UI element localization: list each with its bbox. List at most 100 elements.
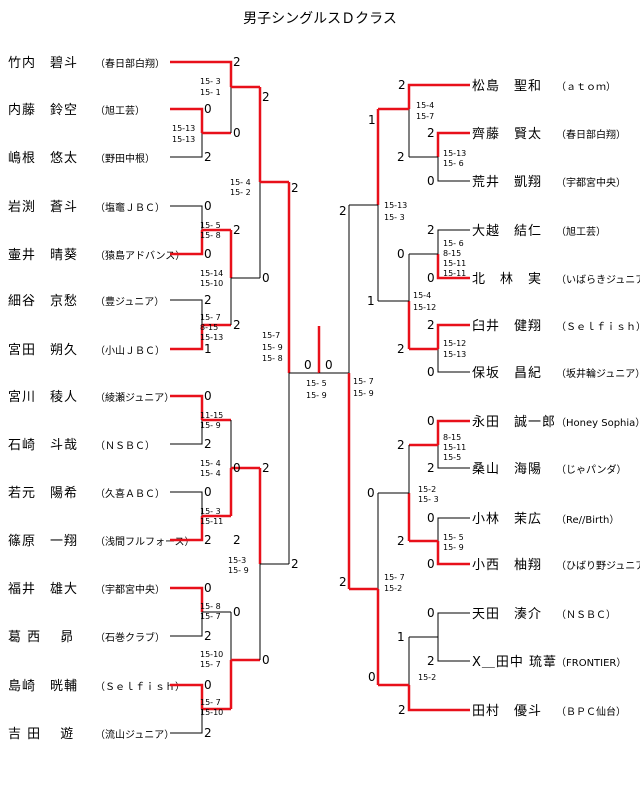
right-player-team: （宇都宮中央）: [556, 176, 626, 189]
bracket-line: [170, 107, 204, 133]
bracket-line: [437, 612, 470, 637]
left-player-name: 嶋根 悠太: [8, 151, 78, 166]
match-score: 2: [204, 533, 212, 547]
game-score: 15- 8: [200, 602, 221, 611]
game-score: 15- 4: [200, 469, 221, 478]
game-score: 15-11: [200, 517, 223, 526]
bracket-line: [437, 445, 470, 469]
bracket-line: [170, 586, 204, 612]
right-player-team: （いばらきジュニア）: [556, 274, 640, 286]
game-score: 15- 7: [200, 612, 221, 621]
match-score: 2: [204, 726, 212, 740]
match-score: 0: [325, 358, 333, 372]
game-score: 15- 3: [200, 507, 221, 516]
game-score: 15-13: [172, 135, 195, 144]
left-player-name: 岩渕 蒼斗: [8, 200, 78, 215]
game-score: 15-11: [443, 443, 466, 452]
game-score: 15- 8: [262, 354, 283, 363]
match-score: 1: [367, 294, 375, 308]
match-score: 2: [233, 318, 241, 332]
game-score: 15-14: [200, 269, 223, 278]
game-score: 15- 3: [384, 213, 405, 222]
left-player-team: （Ｓｅｌｆｉｓｈ）: [95, 681, 185, 693]
left-player-name: 内藤 鈴空: [8, 102, 78, 118]
bracket-line: [407, 685, 470, 712]
right-player-name: 桑山 海陽: [472, 462, 542, 477]
game-score: 8-15: [443, 433, 461, 442]
bracket-line: [436, 541, 470, 566]
left-player-team: （石巻クラブ）: [95, 631, 165, 644]
game-score: 15-5: [443, 453, 461, 462]
match-score: 1: [204, 342, 212, 356]
game-score: 15- 5: [306, 379, 327, 388]
game-score: 15-10: [200, 650, 223, 659]
right-player-name: 荒井 凱翔: [472, 175, 542, 190]
game-score: 15-11: [443, 269, 466, 278]
match-score: 0: [427, 271, 435, 285]
game-score: 15- 9: [443, 543, 464, 552]
match-score: 2: [397, 534, 405, 548]
game-score: 15- 7: [200, 698, 221, 707]
game-score: 15-7: [416, 112, 434, 121]
bracket-line: [170, 683, 204, 709]
bracket-line: [437, 517, 470, 541]
match-score: 0: [233, 461, 241, 475]
right-player-name: 天田 湊介: [472, 607, 542, 622]
right-player-team: （旭工芸）: [556, 225, 606, 238]
match-score: 0: [427, 174, 435, 188]
match-score: 2: [233, 223, 241, 237]
right-player-team: （じゃパンダ）: [556, 463, 627, 476]
match-score: 0: [397, 247, 405, 261]
right-player-name: 大越 結仁: [472, 224, 542, 239]
game-score: 15- 7: [200, 660, 221, 669]
left-player-name: 壷井 晴葵: [8, 248, 78, 263]
right-player-name: 北 林 実: [472, 271, 542, 287]
game-score: 15-11: [443, 259, 466, 268]
bracket-line: [436, 419, 470, 445]
left-player-team: （久喜ＡＢＣ）: [95, 487, 165, 500]
match-score: 2: [204, 629, 212, 643]
bracket-line: [170, 133, 203, 158]
left-player-team: （旭工芸）: [95, 104, 145, 117]
match-score: 0: [262, 653, 270, 667]
game-score: 15-10: [200, 708, 223, 717]
left-player-team: （宇都宮中央）: [95, 583, 165, 596]
right-player-name: 田村 優斗: [472, 704, 542, 719]
match-score: 2: [398, 78, 406, 92]
game-score: 15- 9: [200, 421, 221, 430]
left-player-team: （流山ジュニア）: [95, 728, 174, 741]
bracket-line: [407, 83, 470, 109]
game-score: 15-13: [384, 201, 407, 210]
right-player-team: （春日部白翔）: [556, 128, 626, 141]
left-player-team: （野田中根）: [95, 152, 155, 165]
match-score: 0: [204, 485, 212, 499]
match-score: 2: [427, 126, 435, 140]
right-player-team: （Ｓｅｌｆｉｓｈ）: [556, 321, 640, 333]
left-player-team: （春日部白翔）: [95, 57, 165, 70]
left-player-name: 竹内 碧斗: [8, 55, 78, 71]
match-score: 0: [204, 247, 212, 261]
game-score: 15- 9: [306, 391, 327, 400]
bracket-line: [170, 420, 203, 445]
game-score: 15-12: [413, 303, 436, 312]
right-player-name: 松島 聖和: [472, 79, 542, 94]
bracket-line: [437, 637, 470, 662]
game-score: 15- 2: [230, 188, 251, 197]
bracket-line: [170, 299, 203, 325]
match-score: 1: [397, 630, 405, 644]
bracket-line: [437, 349, 470, 373]
game-score: 15- 4: [230, 178, 251, 187]
bracket-line: [170, 516, 204, 542]
match-score: 0: [427, 414, 435, 428]
match-score: 0: [204, 389, 212, 403]
right-player-name: 小林 茉広: [472, 512, 542, 527]
right-player-name: 齊藤 賢太: [472, 127, 542, 142]
match-score: 0: [427, 557, 435, 571]
game-score: 15- 3: [200, 77, 221, 86]
left-player-team: （綾瀬ジュニア）: [95, 391, 174, 404]
match-score: 2: [339, 204, 347, 218]
game-score: 15- 9: [228, 566, 249, 575]
bracket-title: 男子シングルスＤクラス: [243, 11, 397, 27]
